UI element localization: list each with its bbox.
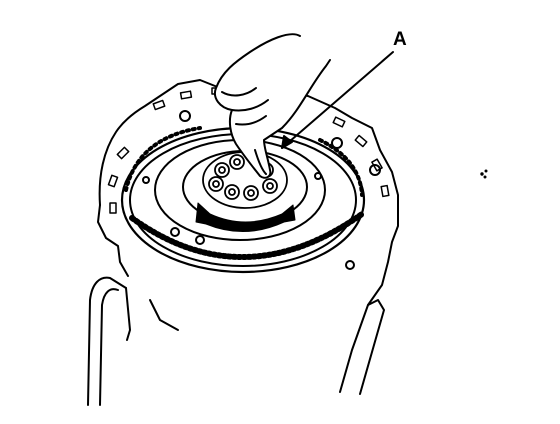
callout-label-a: A	[393, 29, 407, 50]
hand	[214, 33, 331, 179]
lower-housing	[87, 276, 385, 406]
callout-leader	[281, 51, 394, 149]
rotation-arrow	[195, 202, 296, 232]
stray-mark	[480, 169, 488, 179]
flywheel-bolts	[202, 151, 288, 209]
